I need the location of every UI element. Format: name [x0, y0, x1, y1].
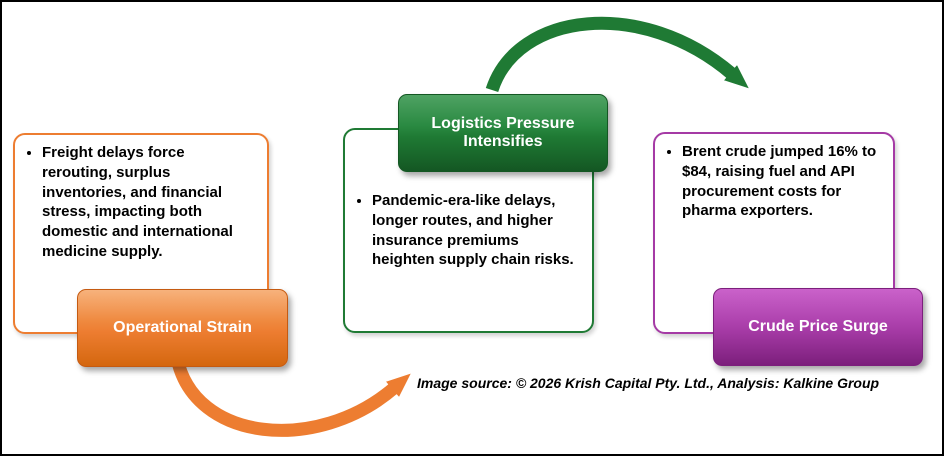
logistics-pressure-bullet: Pandemic-era-like delays, longer routes,…	[372, 191, 580, 270]
logistics-pressure-title: Logistics Pressure Intensifies	[398, 94, 608, 172]
curved-arrow-green-icon	[485, 16, 749, 93]
curved-arrow-orange-icon	[170, 356, 411, 437]
image-source-caption: Image source: © 2026 Krish Capital Pty. …	[417, 375, 880, 391]
crude-price-title: Crude Price Surge	[713, 288, 923, 366]
crude-price-bullet-list: Brent crude jumped 16% to $84, raising f…	[667, 142, 881, 221]
operational-strain-detail-box: Freight delays force rerouting, surplus …	[13, 133, 269, 334]
logistics-pressure-bullet-list: Pandemic-era-like delays, longer routes,…	[357, 191, 580, 270]
crude-price-bullet: Brent crude jumped 16% to $84, raising f…	[682, 142, 881, 221]
operational-strain-bullet: Freight delays force rerouting, surplus …	[42, 143, 255, 262]
operational-strain-title: Operational Strain	[77, 289, 288, 367]
operational-strain-bullet-list: Freight delays force rerouting, surplus …	[27, 143, 255, 262]
